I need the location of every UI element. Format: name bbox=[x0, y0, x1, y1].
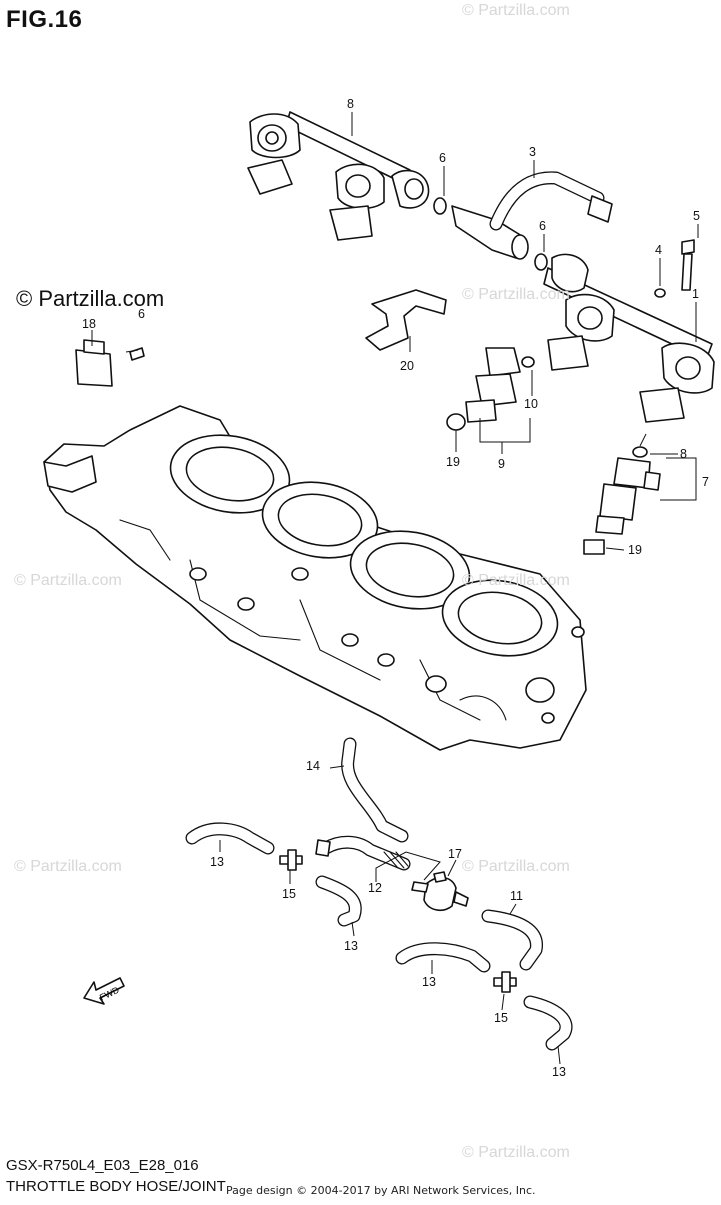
fuel-delivery-pipe-lower bbox=[543, 253, 715, 423]
watermark-faint: © Partzilla.com bbox=[14, 858, 122, 875]
watermark-faint: © Partzilla.com bbox=[462, 2, 570, 19]
callout-4: 4 bbox=[655, 243, 662, 257]
callout-18: 18 bbox=[82, 317, 96, 331]
callout-10: 10 bbox=[524, 397, 538, 411]
fwd-arrow-icon bbox=[83, 977, 125, 1005]
clamp-20 bbox=[365, 289, 447, 351]
o-ring-6b bbox=[534, 253, 548, 271]
watermark-faint: © Partzilla.com bbox=[462, 1144, 570, 1161]
callout-labels: 8 6 3 6 4 5 1 18 6 20 10 19 9 8 7 19 14 … bbox=[82, 97, 709, 1079]
hose-14 bbox=[341, 737, 409, 843]
watermark-faint: © Partzilla.com bbox=[462, 858, 570, 875]
sensor-18 bbox=[75, 339, 145, 387]
hose-13a bbox=[185, 822, 275, 855]
callout-15: 15 bbox=[494, 1011, 508, 1025]
fuel-delivery-pipe-upper bbox=[247, 111, 430, 241]
joint-17 bbox=[411, 871, 469, 912]
bolt-5 bbox=[681, 239, 695, 291]
model-code: GSX-R750L4_E03_E28_016 bbox=[6, 1157, 199, 1174]
callout-1: 1 bbox=[692, 287, 699, 301]
throttle-body-assembly bbox=[43, 405, 587, 751]
injector-7 bbox=[595, 446, 661, 535]
callout-17: 17 bbox=[448, 847, 462, 861]
callout-12: 12 bbox=[368, 881, 382, 895]
watermark-faint: © Partzilla.com bbox=[462, 572, 570, 589]
callout-11: 11 bbox=[510, 889, 523, 903]
callout-14: 14 bbox=[306, 759, 320, 773]
callout-3: 3 bbox=[529, 145, 536, 159]
o-ring-6a bbox=[433, 197, 447, 215]
callout-13: 13 bbox=[344, 939, 358, 953]
callout-13: 13 bbox=[552, 1065, 566, 1079]
callout-6: 6 bbox=[138, 307, 145, 321]
cushion-19a bbox=[446, 413, 466, 431]
callout-9: 9 bbox=[498, 457, 505, 471]
watermark-faint: © Partzilla.com bbox=[462, 286, 570, 303]
washer-4 bbox=[654, 288, 666, 298]
cushion-19b bbox=[583, 539, 605, 555]
callout-13: 13 bbox=[210, 855, 224, 869]
callout-5: 5 bbox=[693, 209, 700, 223]
callout-6: 6 bbox=[439, 151, 446, 165]
watermark-main: © Partzilla.com bbox=[16, 286, 165, 311]
hose-13b bbox=[315, 875, 362, 927]
fwd-label: FWD bbox=[98, 985, 121, 1003]
page-credit: Page design © 2004-2017 by ARI Network S… bbox=[226, 1184, 536, 1197]
figure-caption: THROTTLE BODY HOSE/JOINT bbox=[6, 1178, 226, 1195]
callout-15: 15 bbox=[282, 887, 296, 901]
callout-8: 8 bbox=[680, 447, 687, 461]
figure-title: FIG.16 bbox=[6, 6, 83, 33]
callout-19: 19 bbox=[446, 455, 460, 469]
callout-7: 7 bbox=[702, 475, 709, 489]
callout-6: 6 bbox=[539, 219, 546, 233]
callout-13: 13 bbox=[422, 975, 436, 989]
hose-12 bbox=[315, 835, 411, 871]
joint-15b bbox=[493, 971, 517, 993]
fuel-pipe bbox=[451, 171, 613, 260]
callout-19: 19 bbox=[628, 543, 642, 557]
hose-13c bbox=[395, 942, 491, 973]
fwd-label-box: FWD bbox=[98, 985, 121, 1003]
injector-9 bbox=[465, 347, 535, 423]
leader-lines bbox=[91, 112, 699, 1065]
hose-13d bbox=[523, 995, 573, 1051]
joint-15a bbox=[279, 849, 303, 871]
callout-2: 8 bbox=[347, 97, 354, 111]
callout-20: 20 bbox=[400, 359, 414, 373]
watermark-faint: © Partzilla.com bbox=[14, 572, 122, 589]
hose-11 bbox=[481, 909, 543, 971]
